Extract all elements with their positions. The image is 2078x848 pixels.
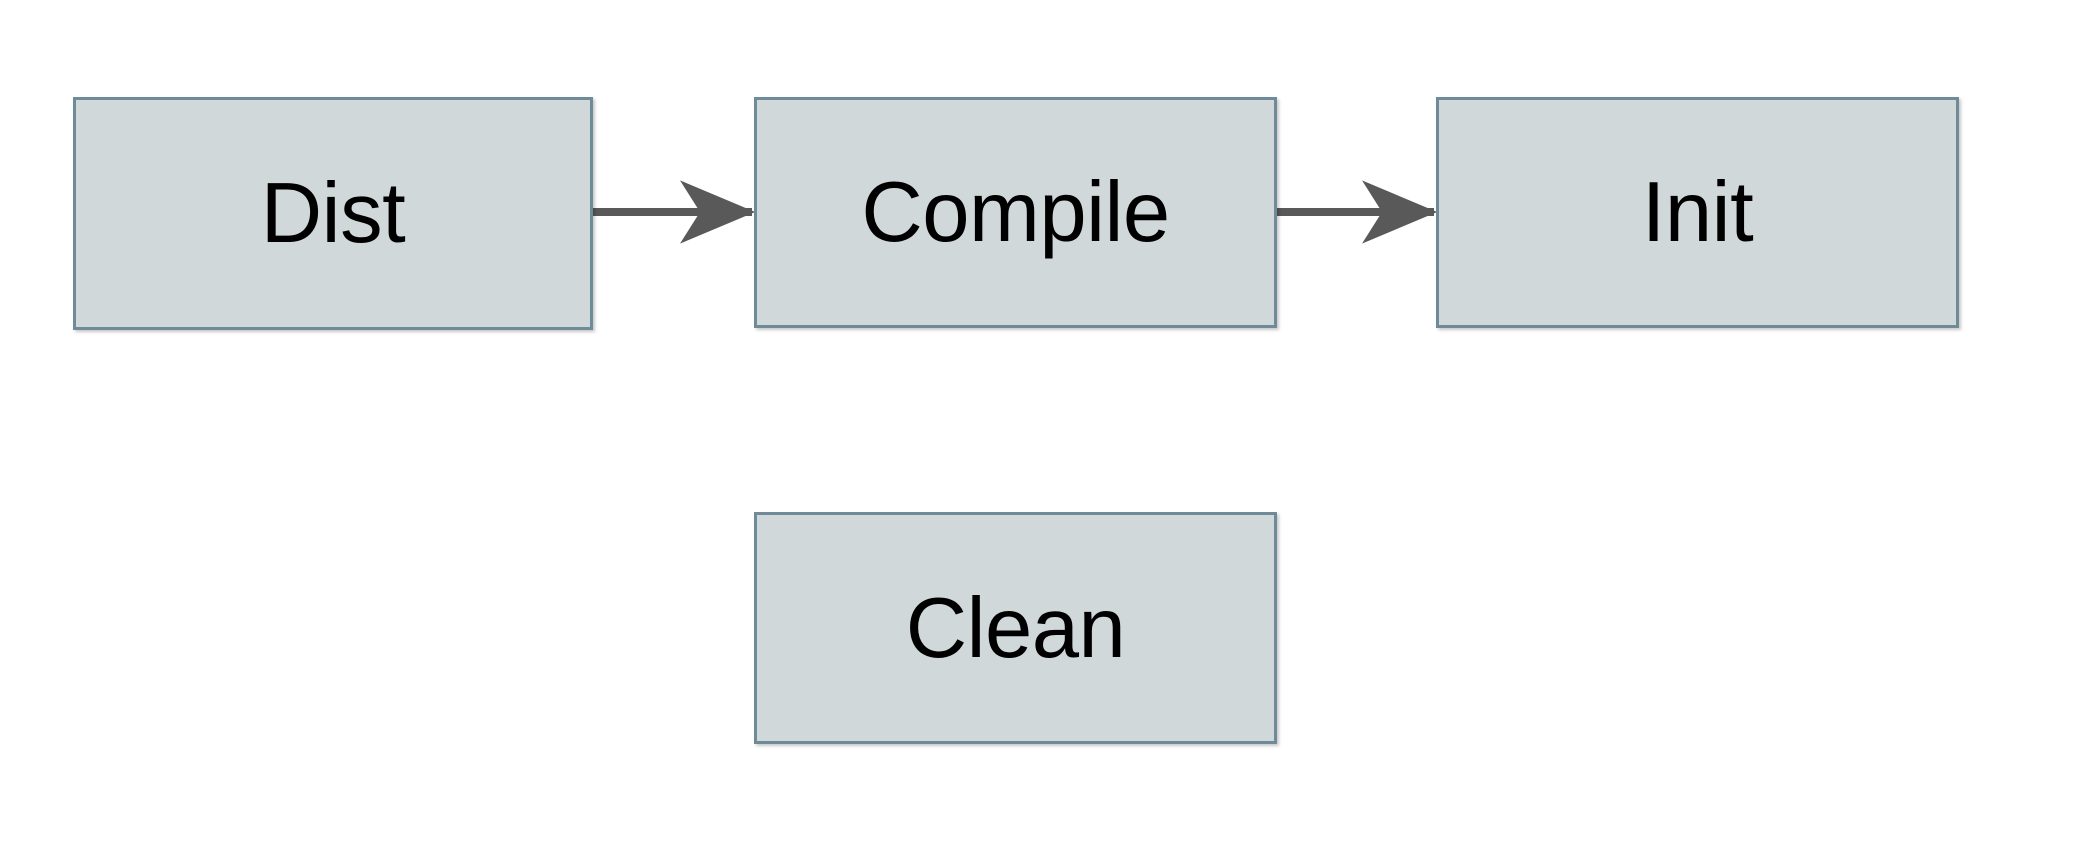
node-init[interactable]: Init — [1436, 97, 1959, 328]
node-dist-label: Dist — [260, 166, 406, 261]
node-dist[interactable]: Dist — [73, 97, 593, 330]
node-clean-label: Clean — [905, 580, 1126, 676]
node-clean[interactable]: Clean — [754, 512, 1277, 744]
node-compile[interactable]: Compile — [754, 97, 1277, 328]
node-compile-label: Compile — [861, 165, 1170, 260]
node-init-label: Init — [1641, 165, 1754, 260]
